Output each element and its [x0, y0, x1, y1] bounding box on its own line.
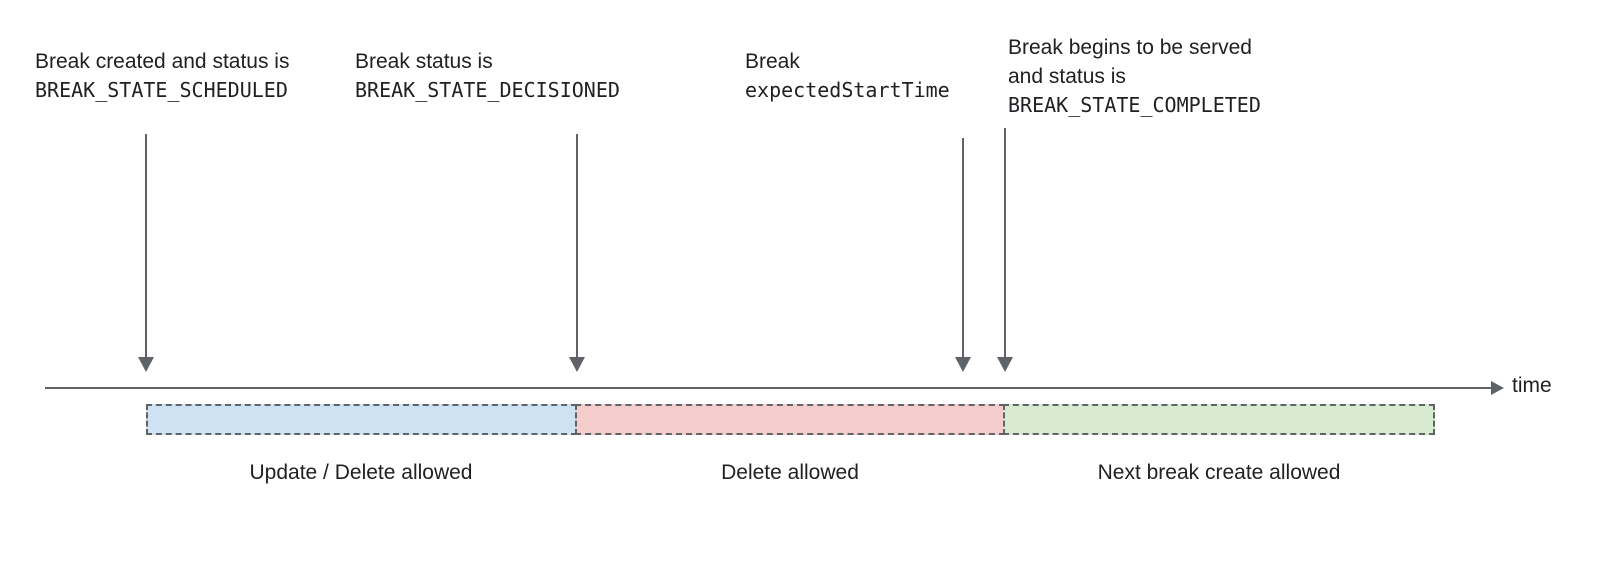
arrow-stem [145, 134, 147, 358]
arrow-head-icon [569, 357, 585, 372]
annotation-break-scheduled: Break created and status is BREAK_STATE_… [35, 47, 289, 105]
segment-next-break-create-allowed [1003, 404, 1435, 435]
time-axis-arrowhead-icon [1491, 381, 1504, 395]
annotation-expected-start-time: Break expectedStartTime [745, 47, 950, 105]
arrow-head-icon [997, 357, 1013, 372]
time-axis [45, 387, 1493, 389]
down-arrow [997, 128, 1013, 372]
annotation-text: and status is [1008, 65, 1126, 88]
annotation-code: expectedStartTime [745, 78, 950, 102]
down-arrow [569, 134, 585, 372]
segment-delete-allowed [575, 404, 1005, 435]
annotation-break-decisioned: Break status is BREAK_STATE_DECISIONED [355, 47, 620, 105]
segment-update-delete-allowed [146, 404, 577, 435]
down-arrow [138, 134, 154, 372]
down-arrow [955, 138, 971, 372]
annotation-code: BREAK_STATE_COMPLETED [1008, 93, 1261, 117]
annotation-break-completed: Break begins to be served and status is … [1008, 33, 1261, 120]
segment-label-update-delete: Update / Delete allowed [249, 461, 473, 484]
arrow-head-icon [955, 357, 971, 372]
arrow-head-icon [138, 357, 154, 372]
segment-label-next-break: Next break create allowed [1097, 461, 1341, 484]
annotation-text: Break status is [355, 50, 493, 73]
annotation-code: BREAK_STATE_DECISIONED [355, 78, 620, 102]
annotation-text: Break [745, 50, 800, 73]
arrow-stem [576, 134, 578, 358]
annotation-text: Break created and status is [35, 50, 290, 73]
arrow-stem [1004, 128, 1006, 358]
annotation-code: BREAK_STATE_SCHEDULED [35, 78, 288, 102]
annotation-text: Break begins to be served [1008, 36, 1252, 59]
time-axis-label: time [1512, 374, 1552, 397]
segment-label-delete: Delete allowed [721, 461, 859, 484]
arrow-stem [962, 138, 964, 358]
